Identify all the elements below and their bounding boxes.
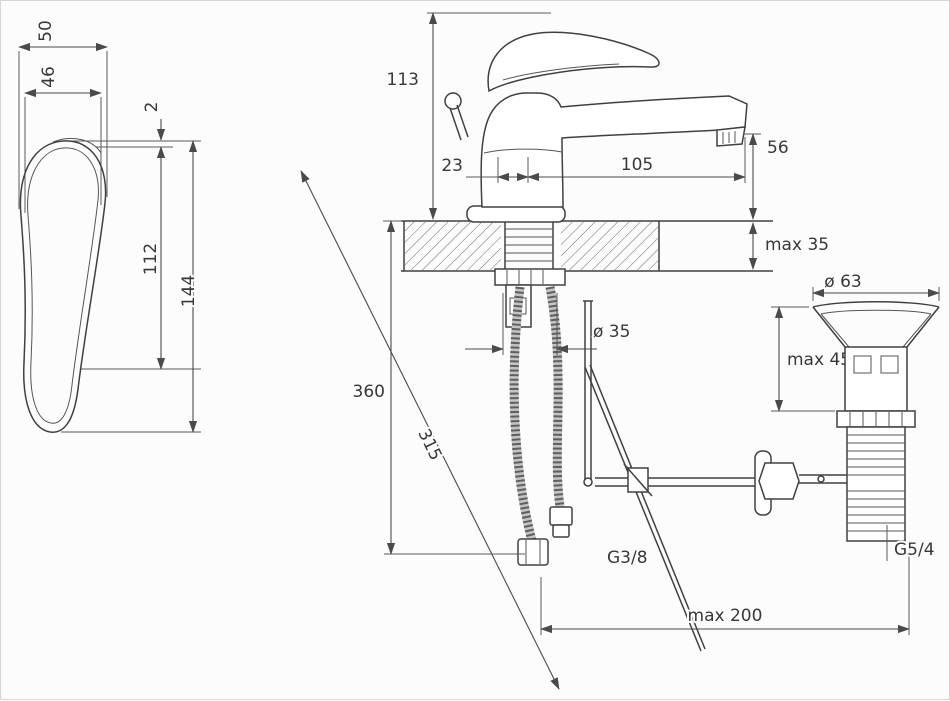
dim-reach-max: max 200: [688, 606, 763, 626]
pop-up-linkage: [583, 300, 756, 652]
drain-assembly: ø 63 max 45: [754, 270, 940, 562]
dim-handle-length: 112: [141, 243, 161, 275]
handle-side-view: 50 46 2 112 144: [18, 18, 201, 433]
dim-handle-width-outer: 50: [36, 20, 56, 42]
pop-up-knob: [444, 92, 462, 110]
dim-rod-length: 315: [413, 426, 445, 464]
dim-waste-diameter: ø 63: [824, 272, 861, 292]
dim-axis-offset: 23: [441, 156, 463, 176]
dim-waste-depth: max 45: [787, 350, 851, 370]
dim-hose-drop: 360: [353, 382, 385, 402]
faucet-body-outline: [480, 92, 748, 208]
label-waste-thread: G5/4: [894, 540, 935, 560]
label-hose-thread: G3/8: [607, 548, 648, 568]
faucet-base-flange: [466, 205, 566, 223]
waste-tailpiece: [846, 426, 906, 542]
mounting-deck: [401, 220, 773, 272]
linkage-nut: [758, 462, 800, 500]
waste-body: [844, 346, 908, 412]
dim-spout-height: 56: [767, 138, 789, 158]
dim-handle-total-height: 144: [179, 275, 199, 307]
hose-nut-g38: [517, 538, 549, 566]
dim-handle-width-inner: 46: [39, 66, 59, 88]
mounting-shank: [494, 221, 566, 328]
dim-deck-thickness: max 35: [765, 235, 829, 255]
faucet-body: [444, 31, 748, 223]
dim-spout-reach: 105: [621, 155, 653, 175]
dim-body-height: 113: [387, 70, 419, 90]
spout-aerator: [716, 126, 746, 147]
dim-hole-diameter: ø 35: [593, 322, 630, 342]
dim-handle-gap: 2: [142, 102, 162, 113]
supply-hoses: [509, 286, 573, 566]
lever-handle: [487, 31, 660, 93]
